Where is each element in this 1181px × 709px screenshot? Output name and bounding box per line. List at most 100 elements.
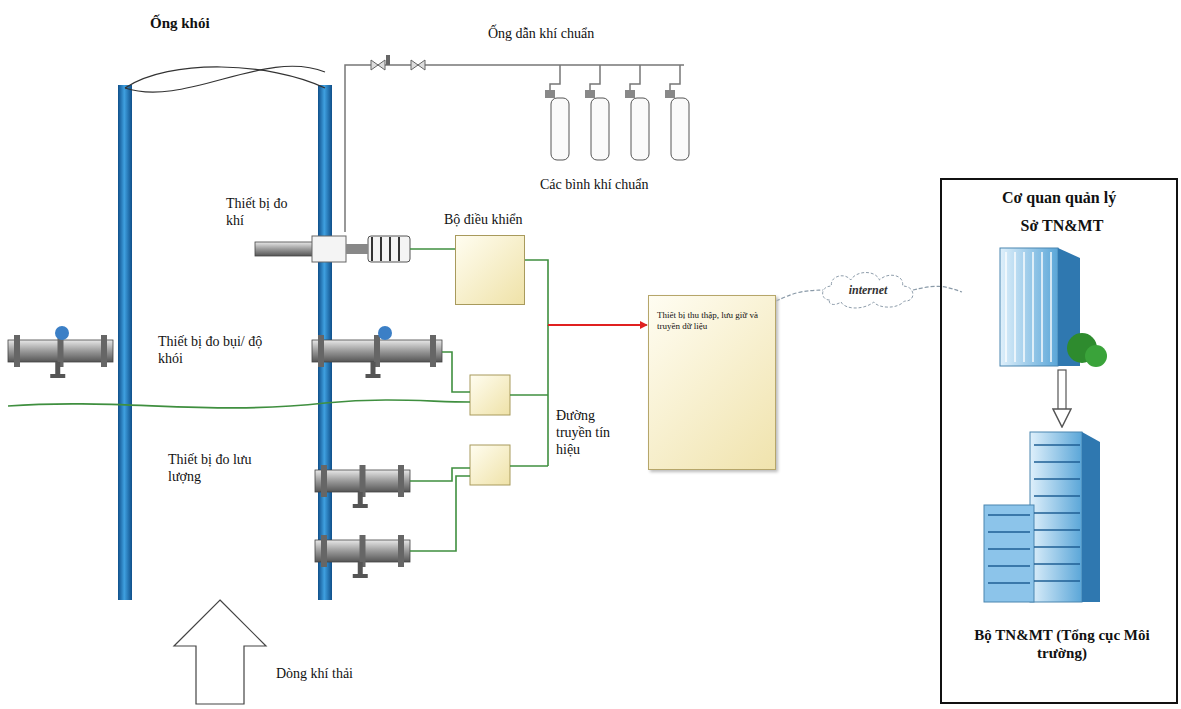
drawing-rect: [366, 374, 381, 378]
drawing-rect: [470, 375, 510, 415]
data-logger-box: Thiết bị thu thập, lưu giữ và truyền dữ …: [648, 295, 776, 470]
ministry-building: Bộ TN&MT (Tổng cục Môi trường): [962, 422, 1162, 662]
drawing-rect: [346, 244, 368, 254]
drawing-line: [398, 237, 400, 261]
drawing-line: [988, 531, 1030, 533]
drawing-rect: [321, 465, 327, 497]
sensor-label: Thiết bị đo khí: [226, 196, 306, 230]
drawing-line: [988, 514, 1030, 516]
drawing-g: [8, 335, 113, 378]
drawing-line: [389, 237, 391, 261]
drawing-rect: [665, 90, 675, 98]
logger-label: Thiết bị thu thập, lưu giữ và truyền dữ …: [657, 310, 767, 332]
drawing-line: [1034, 495, 1080, 497]
drawing-circle: [1085, 345, 1107, 367]
internet-label: internet: [849, 283, 888, 297]
drawing-rect: [118, 85, 132, 600]
drawing-rect: [984, 505, 1034, 602]
drawing-line: [1034, 563, 1080, 565]
drawing-rect: [1000, 248, 1058, 366]
signal-connector: [525, 260, 647, 325]
drawing-line: [1032, 252, 1034, 362]
drawing-rect: [55, 362, 60, 376]
drawing-path: [590, 65, 600, 92]
drawing-rect: [386, 55, 390, 65]
authority-panel: Cơ quan quản lý Sở TN&MT Bộ TN&MT (Tổng cụ…: [940, 178, 1178, 704]
drawing-rect: [50, 374, 65, 378]
drawing-rect: [585, 90, 595, 98]
drawing-rect: [101, 335, 107, 367]
drawing-rect: [14, 335, 20, 367]
flow-label: Dòng khí thải: [276, 666, 396, 683]
drawing-rect: [551, 98, 569, 160]
department-building: Sở TN&MT: [962, 216, 1162, 368]
drawing-path: [550, 65, 560, 92]
drawing-path: [510, 394, 548, 396]
drawing-line: [1023, 252, 1025, 362]
drawing-path: [630, 65, 640, 92]
authority-heading: Cơ quan quản lý: [942, 188, 1176, 207]
signal-label: Đường truyền tín hiệu: [556, 408, 622, 458]
pipe-label: Ống dẫn khí chuẩn: [488, 26, 648, 43]
signal-arrow-run: [548, 324, 640, 326]
drawing-path: [547, 325, 549, 466]
drawing-rect: [321, 535, 327, 567]
sensor-label: Thiết bị đo bụi/ độ khói: [158, 334, 276, 368]
drawing-rect: [625, 90, 635, 98]
drawing-rect: [1030, 432, 1082, 602]
drawing-path: [442, 352, 470, 392]
drawing-polygon: [174, 600, 266, 704]
drawing-circle: [55, 326, 69, 340]
sensor-label: Thiết bị đo lưu lượng: [168, 452, 252, 486]
controller-label: Bộ điều khiển: [444, 212, 523, 229]
drawing-line: [380, 237, 382, 261]
department-name: Sở TN&MT: [962, 216, 1162, 235]
drawing-polygon: [1082, 432, 1100, 602]
drawing-line: [1034, 546, 1080, 548]
chimney-label: Ống khói: [150, 14, 240, 32]
drawing-path: [410, 476, 470, 551]
drawing-rect: [371, 362, 376, 376]
drawing-path: [410, 468, 470, 481]
network-link: [913, 286, 962, 292]
drawing-line: [1034, 461, 1080, 463]
drawing-path: [411, 60, 425, 70]
drawing-line: [1034, 478, 1080, 480]
drawing-line: [988, 548, 1030, 550]
drawing-g: [315, 535, 410, 578]
controller-box: Bộ điều khiển: [455, 235, 525, 305]
drawing-rect: [358, 492, 363, 506]
drawing-path: [510, 465, 548, 467]
drawing-line: [1034, 529, 1080, 531]
drawing-path: [410, 248, 455, 250]
drawing-line: [988, 582, 1030, 584]
drawing-line: [1050, 252, 1052, 362]
drawing-rect: [671, 98, 689, 160]
drawing-line: [1034, 512, 1080, 514]
drawing-rect: [470, 445, 510, 485]
drawing-rect: [358, 562, 363, 576]
drawing-line: [1034, 444, 1080, 446]
drawing-path: [823, 273, 913, 309]
drawing-g: [312, 335, 442, 378]
drawing-rect: [353, 504, 368, 508]
drawing-rect: [398, 535, 404, 567]
drawing-path: [670, 65, 680, 92]
drawing-rect: [318, 335, 324, 367]
drawing-rect: [545, 90, 555, 98]
drawing-line: [1034, 580, 1080, 582]
cylinder-label: Các bình khí chuẩn: [540, 177, 700, 194]
internet-cloud: internet: [820, 270, 916, 310]
drawing-circle: [378, 326, 392, 340]
drawing-line: [988, 565, 1030, 567]
report-arrow-shaft: [1058, 370, 1066, 410]
drawing-path: [371, 60, 385, 70]
drawing-rect: [353, 574, 368, 578]
drawing-path: [8, 400, 470, 408]
drawing-rect: [398, 465, 404, 497]
drawing-line: [1005, 252, 1007, 362]
drawing-path: [125, 67, 325, 88]
network-link: [776, 290, 823, 301]
drawing-rect: [368, 236, 410, 262]
